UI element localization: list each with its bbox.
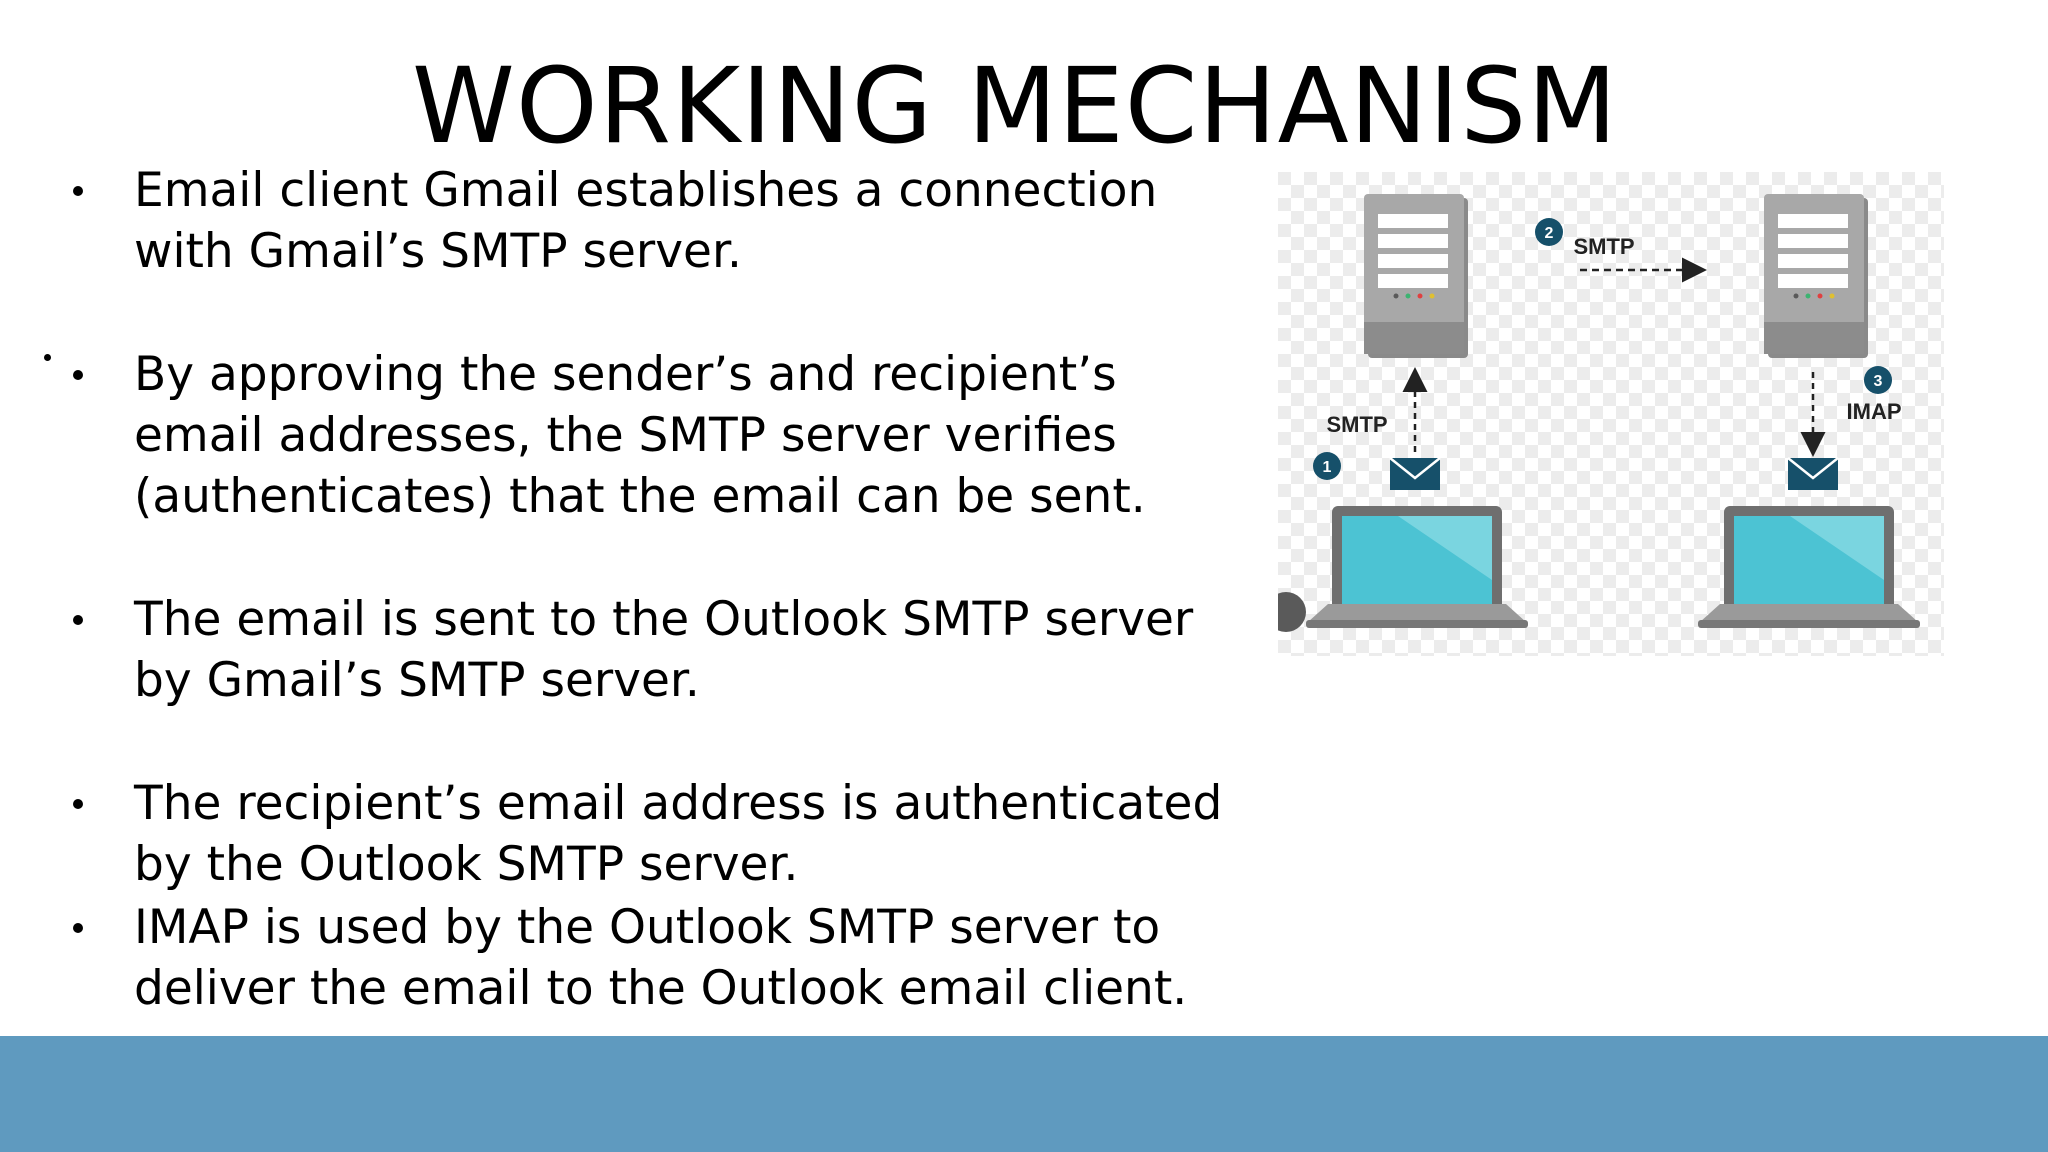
bullet-line: The recipient’s email address is authent…	[134, 776, 1223, 831]
email-flow-diagram: 2 SMTP SMTP 1 3 IMAP	[1278, 172, 1944, 656]
step3-badge	[1864, 366, 1892, 394]
bullet-line: Email client Gmail establishes a connect…	[134, 163, 1158, 218]
step2-label: SMTP	[1573, 234, 1634, 259]
envelope-icon	[1787, 457, 1839, 490]
sender-laptop-icon	[1306, 506, 1528, 628]
bullet-line: email addresses, the SMTP server verifie…	[134, 408, 1117, 463]
bullet-line: deliver the email to the Outlook email c…	[134, 961, 1188, 1016]
bullet-item: By approving the sender’s and recipient’…	[62, 344, 1262, 527]
bullet-line: The email is sent to the Outlook SMTP se…	[134, 592, 1194, 647]
step3-label: IMAP	[1847, 399, 1902, 424]
bullet-line: By approving the sender’s and recipient’…	[134, 347, 1117, 402]
bullet-line: with Gmail’s SMTP server.	[134, 224, 742, 279]
bullet-item: The email is sent to the Outlook SMTP se…	[62, 589, 1262, 711]
footer-bar	[0, 1036, 2048, 1152]
step3-number: 3	[1874, 373, 1883, 390]
watermark-icon	[1278, 592, 1306, 632]
stray-dot	[44, 354, 51, 361]
step1-label: SMTP	[1326, 412, 1387, 437]
step2-number: 2	[1545, 225, 1554, 242]
step1-number: 1	[1323, 459, 1332, 476]
envelope-icon	[1389, 457, 1441, 490]
recipient-server-icon	[1764, 194, 1868, 358]
sender-server-icon	[1364, 194, 1468, 358]
recipient-laptop-icon	[1698, 506, 1920, 628]
slide-title: WORKING MECHANISM	[412, 45, 1618, 167]
bullet-line: by Gmail’s SMTP server.	[134, 653, 700, 708]
bullet-item: The recipient’s email address is authent…	[62, 773, 1262, 895]
bullet-list: Email client Gmail establishes a connect…	[62, 160, 1262, 1019]
bullet-item: IMAP is used by the Outlook SMTP server …	[62, 897, 1262, 1019]
bullet-line: by the Outlook SMTP server.	[134, 837, 799, 892]
step1-badge	[1313, 452, 1341, 480]
step2-badge	[1535, 218, 1563, 246]
bullet-line: IMAP is used by the Outlook SMTP server …	[134, 900, 1161, 955]
bullet-line: (authenticates) that the email can be se…	[134, 469, 1146, 524]
bullet-item: Email client Gmail establishes a connect…	[62, 160, 1262, 282]
